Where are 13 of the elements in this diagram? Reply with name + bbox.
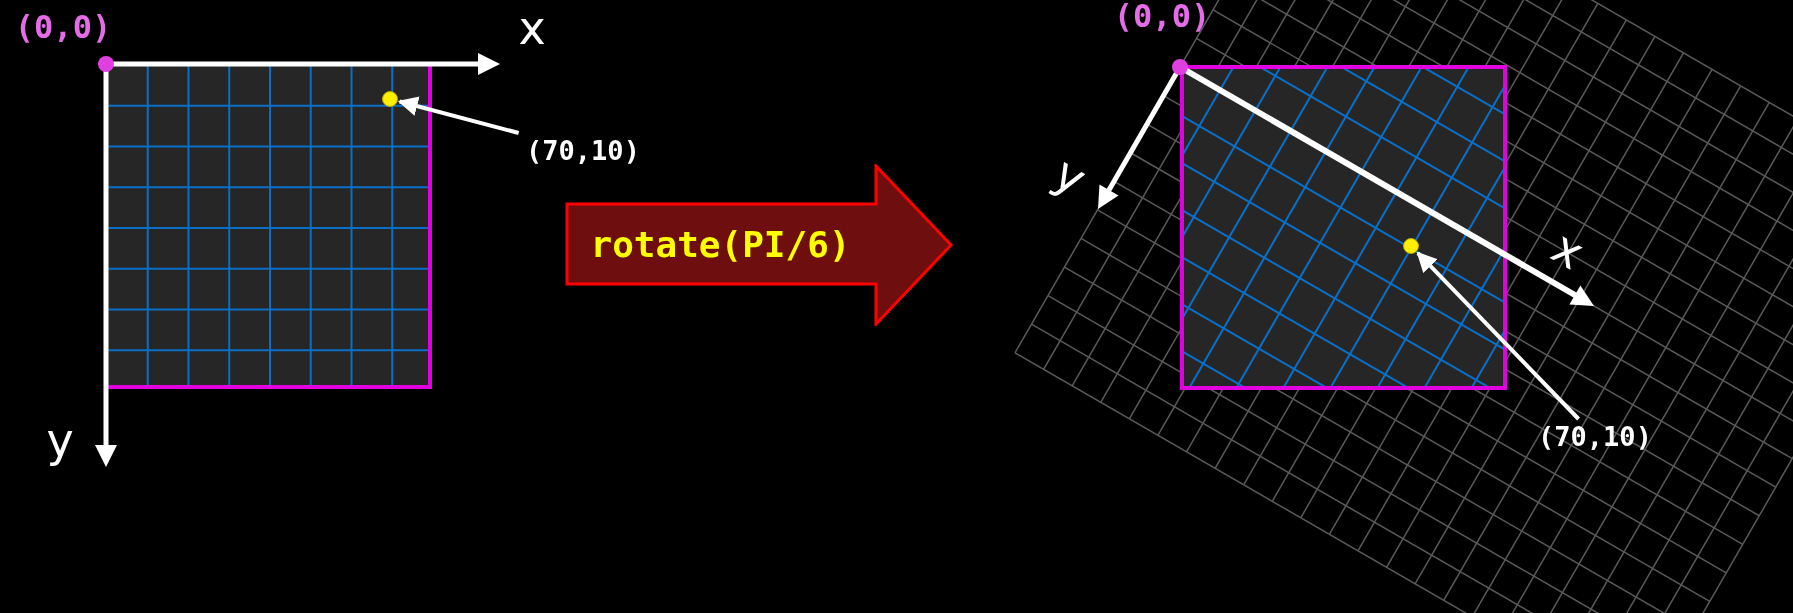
canvas-box: [106, 64, 432, 389]
origin-label: (0,0): [14, 11, 112, 43]
leader-arrow: [397, 96, 520, 135]
arrow-text: rotate(PI/6): [589, 222, 852, 267]
coordinate-label: (70,10): [508, 133, 658, 167]
origin-label: (0,0): [1113, 0, 1211, 32]
axis-label: y: [1046, 149, 1094, 203]
axis-label: x: [1544, 223, 1592, 277]
point-dot: [382, 91, 398, 107]
canvas-box: [1180, 65, 1507, 390]
coordinate-label: (70,10): [1520, 419, 1670, 453]
axis-label: x: [518, 5, 546, 51]
leader-arrow: [1416, 251, 1580, 421]
